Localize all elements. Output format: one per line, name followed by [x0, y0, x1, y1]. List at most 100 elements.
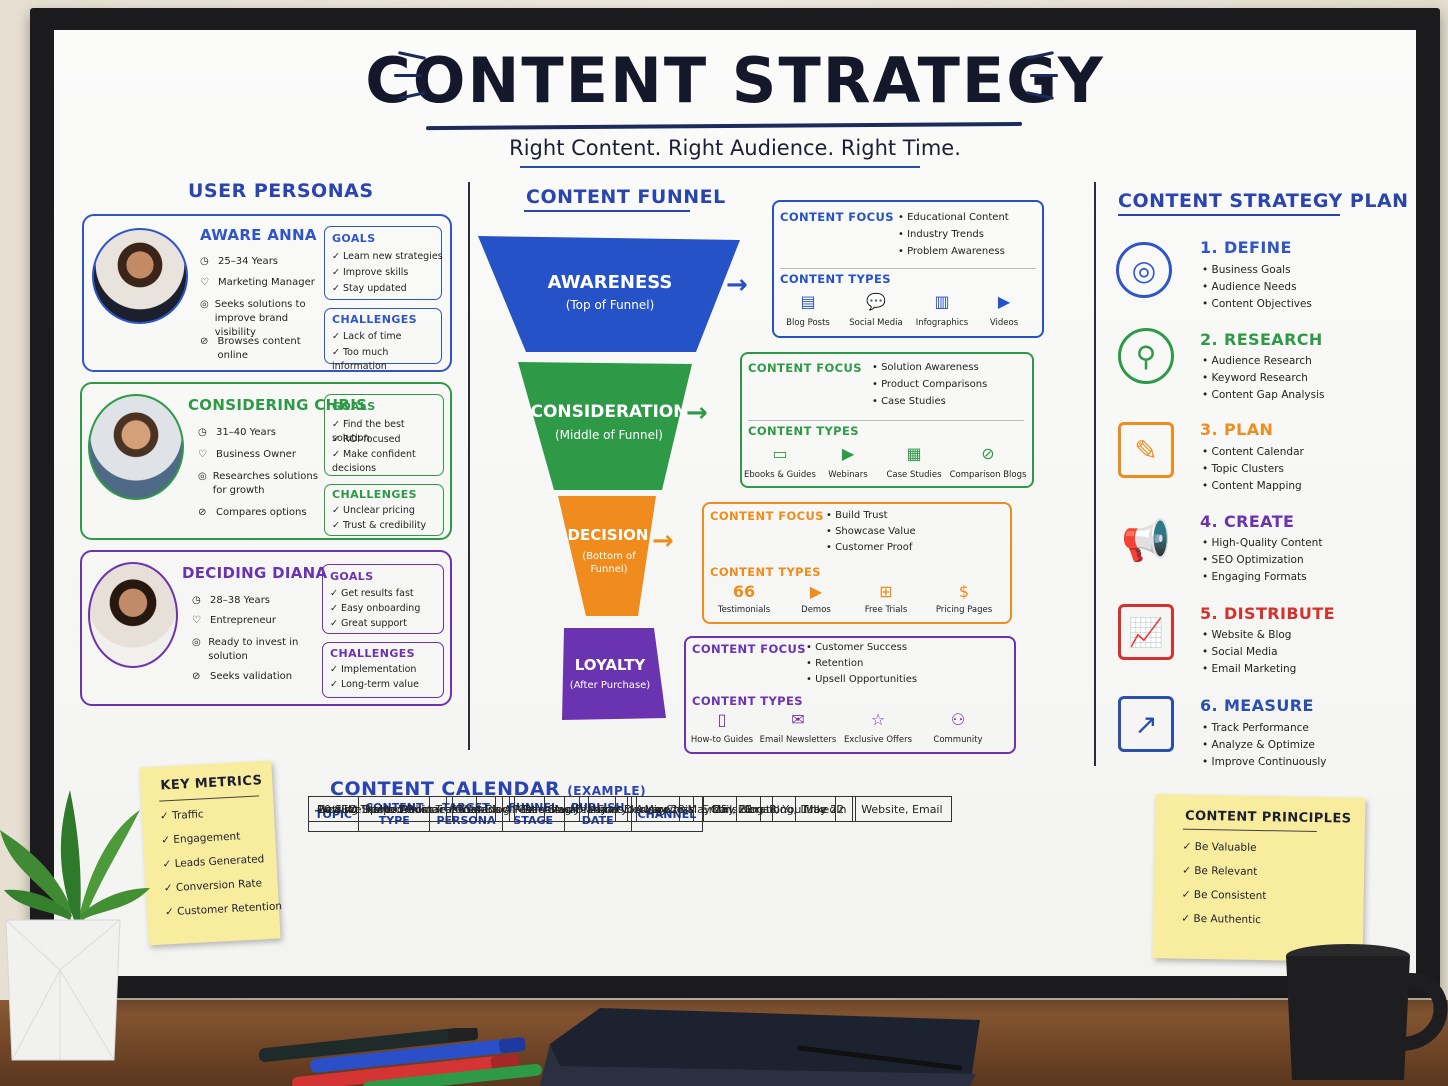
key-metrics-note: KEY METRICS ✓ Traffic ✓ Engagement ✓ Lea… — [139, 760, 282, 946]
magnifier-icon: ⚲ — [1118, 328, 1174, 384]
content-focus-label: CONTENT FOCUS — [710, 509, 824, 523]
goals-label: GOALS — [330, 570, 374, 583]
cell-stage: Loyalty — [578, 796, 637, 822]
goal-item: ✓ Great support — [330, 618, 407, 629]
persona-role: ♡Entrepreneur — [192, 615, 276, 626]
community-icon: ⚇ — [950, 710, 966, 729]
plan-step-title: 1. DEFINE — [1200, 238, 1292, 257]
stage-name: CONSIDERATION — [530, 402, 688, 422]
cell-channel: Website, Email — [852, 796, 952, 822]
clock-icon: ◷ — [200, 256, 209, 267]
plan-item: • Content Objectives — [1202, 298, 1312, 310]
challenge-item: ✓ Too much information — [332, 347, 389, 372]
plan-step-title: 3. PLAN — [1200, 420, 1274, 439]
goals-box — [324, 394, 444, 476]
focus-item: • Product Comparisons — [872, 379, 988, 390]
pencil-icon: ✎ — [1118, 422, 1174, 478]
plan-item: • Track Performance — [1202, 722, 1309, 734]
mail-icon: ✉ — [791, 710, 805, 729]
challenges-box — [324, 484, 444, 536]
check-badge-icon: ⊘ — [192, 671, 201, 682]
chart-icon: 📈 — [1118, 604, 1174, 660]
goals-box — [324, 226, 442, 300]
stage-sub: (Middle of Funnel) — [555, 428, 663, 442]
arrow-right-icon: → — [726, 270, 748, 300]
book-icon: ▭ — [772, 444, 788, 463]
gift-icon: ⊞ — [879, 582, 893, 601]
content-type-label: Comparison Blogs — [949, 470, 1027, 480]
persona-card-diana — [80, 550, 452, 706]
stage-sub: (Bottom of Funnel) — [582, 551, 636, 575]
stage-name: AWARENESS — [547, 272, 673, 293]
title-underline — [425, 121, 1023, 131]
persona-name: DECIDING DIANA — [182, 564, 328, 582]
focus-item: • Showcase Value — [826, 526, 916, 537]
plan-step-title: 4. CREATE — [1200, 512, 1295, 531]
focus-item: • Retention — [806, 658, 864, 669]
awareness-detail — [772, 200, 1044, 338]
loyalty-detail — [684, 636, 1016, 754]
content-type-label: Social Media — [849, 318, 903, 328]
content-types-label: CONTENT TYPES — [748, 424, 859, 438]
plan-item: • Audience Research — [1202, 355, 1312, 367]
challenges-label: CHALLENGES — [332, 488, 417, 501]
challenge-item: ✓ Lack of time — [332, 331, 402, 342]
persona-behavior: ⊘Browses content online — [200, 336, 301, 361]
persona-card-chris — [80, 382, 452, 540]
table-row: Getting Started Guide Guide All Personas… — [308, 796, 773, 822]
note-underline — [159, 795, 260, 802]
focus-item: • Problem Awareness — [898, 246, 1005, 257]
document-icon: ▤ — [800, 292, 816, 311]
persona-role: ♡Marketing Manager — [200, 277, 315, 288]
tagline: Right Content. Right Audience. Right Tim… — [509, 136, 961, 160]
arrow-right-icon: → — [686, 398, 708, 428]
challenges-box — [322, 642, 444, 698]
funnel-loyalty — [562, 628, 666, 720]
challenges-label: CHALLENGES — [332, 313, 417, 326]
focus-item: • Solution Awareness — [872, 362, 979, 373]
goal-item: ✓ Learn new strategies — [332, 251, 443, 262]
plan-item: • Audience Needs — [1202, 281, 1297, 293]
briefcase-icon: ♡ — [200, 277, 209, 288]
persona-name: AWARE ANNA — [200, 226, 317, 244]
demo-icon: ▶ — [809, 582, 823, 601]
target-icon: ◎ — [200, 299, 209, 310]
content-type-label: How-to Guides — [690, 735, 754, 745]
persona-behavior: ⊘Compares options — [198, 507, 307, 518]
clock-icon: ◷ — [192, 595, 201, 606]
tagline-underline — [520, 166, 920, 168]
plan-step-title: 6. MEASURE — [1200, 696, 1314, 715]
coffee-mug — [1286, 944, 1448, 1080]
plan-item: • Website & Blog — [1202, 629, 1292, 641]
persona-card-anna — [82, 214, 452, 372]
challenge-item: ✓ Implementation — [330, 664, 417, 675]
content-focus-label: CONTENT FOCUS — [748, 361, 862, 375]
dollar-icon: $ — [958, 582, 970, 601]
persona-age: ◷31–40 Years — [198, 427, 277, 438]
goal-item: ✓ Improve skills — [332, 267, 409, 278]
metric-item: ✓ Traffic — [159, 808, 204, 823]
goal-item: ✓ Easy onboarding — [330, 603, 421, 614]
principle-item: ✓ Be Consistent — [1181, 888, 1267, 903]
plan-step-title: 5. DISTRIBUTE — [1200, 604, 1335, 623]
target-icon: ◎ — [198, 471, 207, 482]
challenge-item: ✓ Trust & credibility — [332, 520, 427, 531]
persona-age: ◷25–34 Years — [200, 256, 279, 267]
principles-note: CONTENT PRINCIPLES ✓ Be Valuable ✓ Be Re… — [1152, 794, 1366, 962]
content-type-label: Webinars — [828, 470, 868, 480]
content-types-label: CONTENT TYPES — [710, 565, 821, 579]
chat-icon: 💬 — [866, 292, 886, 311]
principle-item: ✓ Be Authentic — [1181, 912, 1262, 927]
plan-item: • Improve Continuously — [1202, 756, 1327, 768]
content-focus-label: CONTENT FOCUS — [692, 642, 806, 656]
plan-heading-underline — [1118, 214, 1340, 216]
goal-item: ✓ Find the best solution — [332, 419, 405, 444]
plan-item: • Topic Clusters — [1202, 463, 1285, 475]
stage-name: DECISION — [567, 526, 649, 544]
persona-avatar-chris — [88, 394, 184, 500]
funnel-awareness — [478, 236, 740, 352]
funnel-consideration — [518, 362, 692, 490]
stage-sub: (After Purchase) — [569, 680, 651, 691]
plan-item: • Analyze & Optimize — [1202, 739, 1315, 751]
persona-avatar-anna — [92, 228, 188, 324]
